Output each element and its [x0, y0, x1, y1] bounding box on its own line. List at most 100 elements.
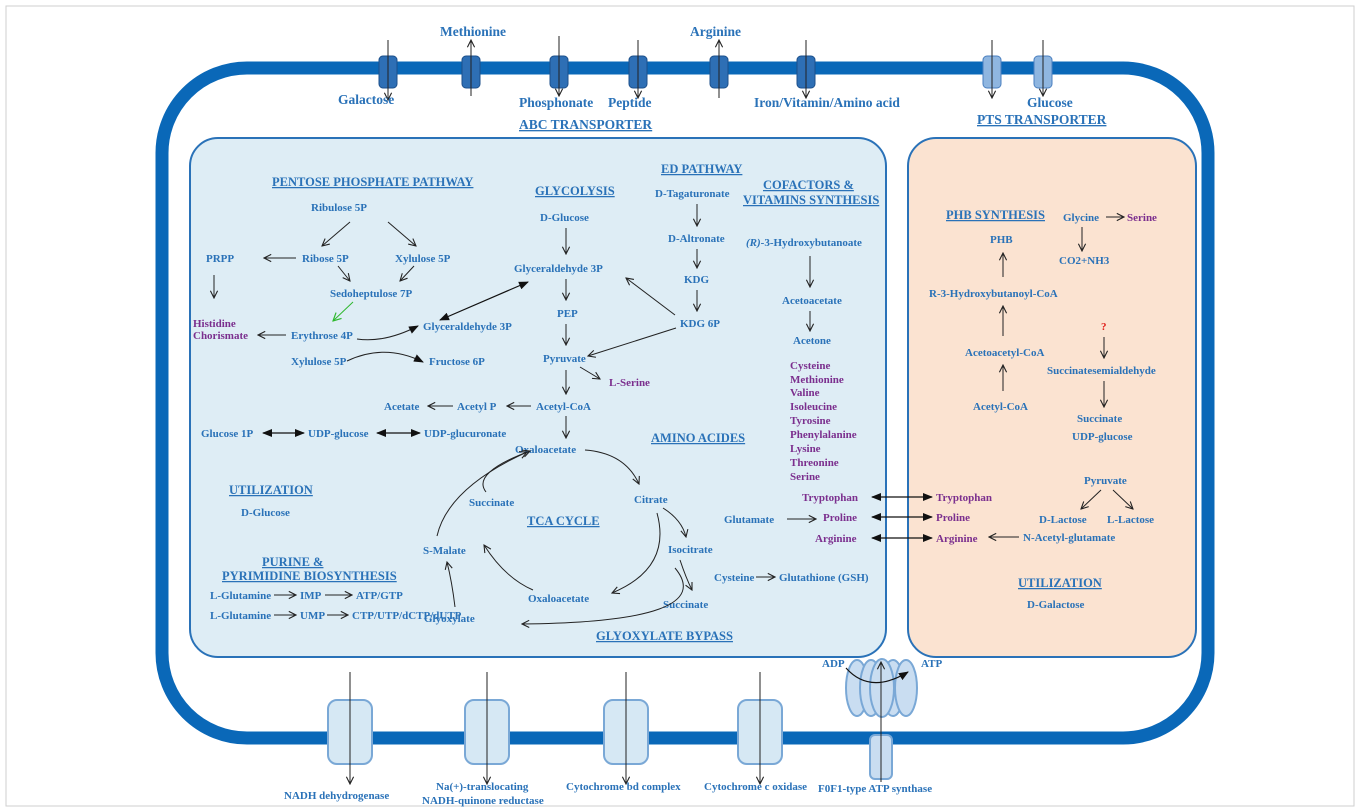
acetone: Acetone — [793, 335, 831, 347]
complex-cytochrome-c — [737, 672, 783, 784]
amino-acids-title: AMINO ACIDES — [651, 431, 745, 445]
adp-label: ADP — [822, 658, 845, 670]
amino-acid-item: Tyrosine — [790, 415, 831, 427]
d-glucose: D-Glucose — [540, 212, 589, 224]
pts-transporter-title: PTS TRANSPORTER — [977, 112, 1107, 127]
galactose-label: Galactose — [338, 92, 394, 107]
ppp-glyceraldehyde3p: Glyceraldehyde 3P — [423, 321, 512, 333]
utilization-left-title: UTILIZATION — [229, 483, 313, 497]
glutathione: Glutathione (GSH) — [779, 572, 869, 584]
unknown-step: ? — [1101, 321, 1107, 333]
hydroxybutanoate: (R)-3-Hydroxybutanoate — [746, 237, 862, 249]
glutamate: Glutamate — [724, 514, 774, 526]
abc-transporter-title: ABC TRANSPORTER — [519, 117, 652, 132]
purine-title-1: PURINE & — [262, 555, 323, 569]
transporter-channel — [549, 36, 569, 96]
tryptophan-abc: Tryptophan — [802, 492, 858, 504]
sedoheptulose7p: Sedoheptulose 7P — [330, 288, 412, 300]
chorismate: Chorismate — [193, 330, 248, 342]
isocitrate: Isocitrate — [668, 544, 713, 556]
utilization-left-item: D-Glucose — [241, 507, 290, 519]
pts-channel — [982, 40, 1002, 98]
pts-arrows — [989, 217, 1133, 537]
histidine: Histidine — [193, 318, 236, 330]
purine-title-2: PYRIMIDINE BIOSYNTHESIS — [222, 569, 397, 583]
na-translocating-label: Na(+)-translocating — [436, 781, 529, 793]
kdg: KDG — [684, 274, 710, 286]
glyoxylate-bypass-title: GLYOXYLATE BYPASS — [596, 629, 733, 643]
complex-nadh-dehydrogenase — [327, 672, 373, 784]
acetate: Acetate — [384, 401, 420, 413]
oxaloacetate-bottom: Oxaloacetate — [528, 593, 589, 605]
acetyl-p: Acetyl P — [457, 401, 497, 413]
acetyl-coa-pts: Acetyl-CoA — [973, 401, 1028, 413]
amino-acid-item: Threonine — [790, 457, 839, 469]
ump: UMP — [300, 610, 325, 622]
kdg6p: KDG 6P — [680, 318, 720, 330]
ed-title: ED PATHWAY — [661, 162, 742, 176]
arginine-transport-label: Arginine — [690, 24, 741, 39]
l-glutamine-2: L-Glutamine — [210, 610, 271, 622]
ctp-utp: CTP/UTP/dCTP/dUTP — [352, 610, 462, 622]
co2-nh3: CO2+NH3 — [1059, 255, 1110, 267]
nadh-quinone-label: NADH-quinone reductase — [422, 795, 544, 807]
d-altronate: D-Altronate — [668, 233, 725, 245]
l-glutamine-1: L-Glutamine — [210, 590, 271, 602]
transporter-channel — [378, 40, 398, 100]
phosphonate-label: Phosphonate — [519, 95, 593, 110]
purine-arrows — [274, 595, 352, 615]
succinate-tca: Succinate — [663, 599, 708, 611]
succinate-left: Succinate — [469, 497, 514, 509]
transporter-channel — [796, 40, 816, 98]
utilization-right-title: UTILIZATION — [1018, 576, 1102, 590]
n-acetyl-glutamate: N-Acetyl-glutamate — [1023, 532, 1115, 544]
glycolysis-arrows — [428, 228, 600, 438]
cofactors-title-2: VITAMINS SYNTHESIS — [743, 193, 879, 207]
l-lactose: L-Lactose — [1107, 514, 1154, 526]
glucose-transport-label: Glucose — [1027, 95, 1073, 110]
acetyl-coa: Acetyl-CoA — [536, 401, 591, 413]
tryptophan-pts: Tryptophan — [936, 492, 992, 504]
methionine-label: Methionine — [440, 24, 506, 39]
pyruvate-pts: Pyruvate — [1084, 475, 1127, 487]
proline-abc: Proline — [823, 512, 857, 524]
proline-pts: Proline — [936, 512, 970, 524]
amino-acid-item: Cysteine — [790, 360, 830, 372]
cell-membrane — [155, 61, 1215, 745]
tca-title: TCA CYCLE — [527, 514, 600, 528]
udp-glucuronate: UDP-glucuronate — [424, 428, 506, 440]
xylulose5p: Xylulose 5P — [395, 253, 451, 265]
udp-glucose-pts: UDP-glucose — [1072, 431, 1133, 443]
udp-glucose: UDP-glucose — [308, 428, 369, 440]
arginine-pts: Arginine — [936, 533, 978, 545]
atp-gtp: ATP/GTP — [356, 590, 403, 602]
ed-arrows — [588, 204, 697, 356]
cytochrome-bd-label: Cytochrome bd complex — [566, 781, 681, 793]
amino-acid-item: Methionine — [790, 374, 844, 386]
d-lactose: D-Lactose — [1039, 514, 1087, 526]
prpp: PRPP — [206, 253, 234, 265]
ppp-arrows — [214, 221, 529, 363]
amino-acid-item: Lysine — [790, 443, 821, 455]
amino-acid-item: Phenylalanine — [790, 429, 857, 441]
r3-hydroxybutanoyl-coa: R-3-Hydroxybutanoyl-CoA — [929, 288, 1058, 300]
imp: IMP — [300, 590, 322, 602]
pts-compartment — [907, 137, 1197, 658]
tca-arrows — [436, 449, 692, 624]
iron-vitamin-label: Iron/Vitamin/Amino acid — [754, 95, 900, 110]
atp-label: ATP — [921, 658, 942, 670]
oxaloacetate-top: Oxaloacetate — [515, 444, 576, 456]
complex-na-translocating — [464, 672, 510, 784]
amino-acid-item: Serine — [790, 471, 820, 483]
ribulose5p: Ribulose 5P — [311, 202, 367, 214]
d-tagaturonate: D-Tagaturonate — [655, 188, 730, 200]
transporter-channel — [709, 40, 729, 98]
nadh-dehydrogenase-label: NADH dehydrogenase — [284, 790, 389, 802]
citrate: Citrate — [634, 494, 668, 506]
respiratory-complexes — [327, 658, 918, 784]
acetoacetate: Acetoacetate — [782, 295, 842, 307]
peptide-label: Peptide — [608, 95, 652, 110]
figure-border — [5, 5, 1355, 807]
